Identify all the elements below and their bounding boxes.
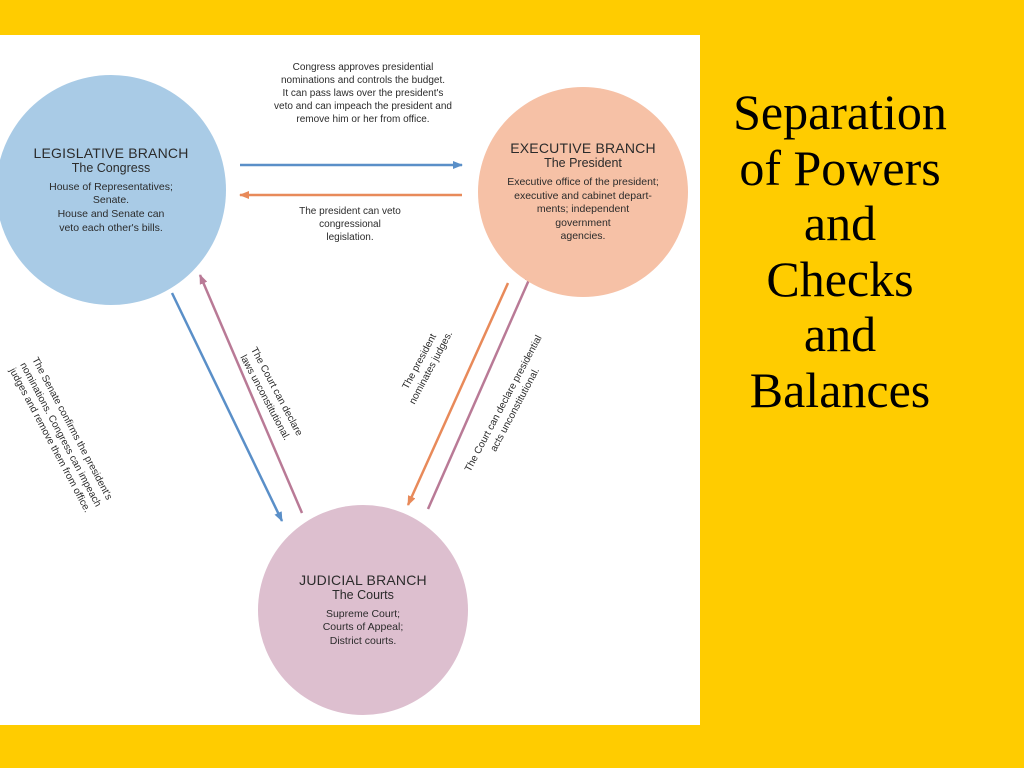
executive-branch-circle: EXECUTIVE BRANCH The President Executive… (478, 87, 688, 297)
arrow-president-to-courts (406, 282, 510, 506)
slide-title-line: and (803, 195, 877, 251)
legislative-branch-circle: LEGISLATIVE BRANCH The Congress House of… (0, 75, 226, 305)
executive-branch-description: Executive office of the president; execu… (507, 176, 659, 244)
slide-title-line: Checks (766, 250, 914, 307)
legislative-branch-description: House of Representatives; Senate. House … (49, 181, 173, 236)
judicial-branch-circle: JUDICIAL BRANCH The Courts Supreme Court… (258, 505, 468, 715)
judicial-branch-subtitle: The Courts (332, 587, 394, 602)
check-text-line: Congress approves presidential (292, 62, 434, 73)
legislative-desc-line: Senate. (92, 194, 130, 207)
judicial-branch-title: JUDICIAL BRANCH (299, 571, 427, 588)
slide-title-line: of Powers (739, 139, 941, 196)
check-congress-on-president: Congress approves presidential nominatio… (238, 61, 488, 126)
executive-desc-line: ments; independent (536, 203, 630, 216)
legislative-branch-title: LEGISLATIVE BRANCH (33, 144, 189, 161)
check-text-line: veto and can impeach the president and (274, 101, 452, 112)
check-arrows (170, 161, 534, 522)
executive-desc-line: government (555, 216, 611, 229)
judicial-branch-description: Supreme Court; Courts of Appeal; Distric… (323, 608, 404, 649)
separation-of-powers-diagram: LEGISLATIVE BRANCH The Congress House of… (0, 35, 700, 725)
check-text-line: legislation. (326, 232, 374, 243)
check-text-line: congressional (319, 219, 381, 230)
judicial-desc-line: District courts. (329, 634, 397, 647)
arrow-courts-to-president (426, 272, 534, 510)
legislative-desc-line: House of Representatives; (49, 180, 173, 193)
check-text-line: It can pass laws over the president's (282, 88, 444, 99)
check-president-on-congress: The president can veto congressional leg… (270, 205, 430, 244)
slide-title-line: Separation (733, 84, 947, 140)
arrow-congress-to-courts (170, 292, 284, 522)
slide-title-line: and (803, 306, 877, 362)
check-text-line: nominations and controls the budget. (281, 75, 445, 86)
legislative-branch-subtitle: The Congress (71, 160, 151, 175)
slide-title: Separation of Powers and Checks and Bala… (700, 84, 980, 418)
executive-desc-line: agencies. (560, 230, 606, 243)
arrow-courts-to-congress (198, 274, 304, 514)
executive-desc-line: Executive office of the president; (507, 175, 659, 188)
legislative-desc-line: veto each other's bills. (59, 221, 163, 234)
legislative-desc-line: House and Senate can (57, 208, 165, 220)
judicial-desc-line: Courts of Appeal; (322, 621, 404, 634)
executive-branch-subtitle: The President (544, 155, 622, 170)
executive-branch-title: EXECUTIVE BRANCH (510, 139, 656, 156)
slide-title-line: Balances (749, 361, 931, 418)
check-text-line: remove him or her from office. (296, 114, 430, 125)
check-text-line: The president can veto (299, 206, 401, 217)
executive-desc-line: executive and cabinet depart- (514, 189, 652, 202)
judicial-desc-line: Supreme Court; (325, 607, 401, 620)
